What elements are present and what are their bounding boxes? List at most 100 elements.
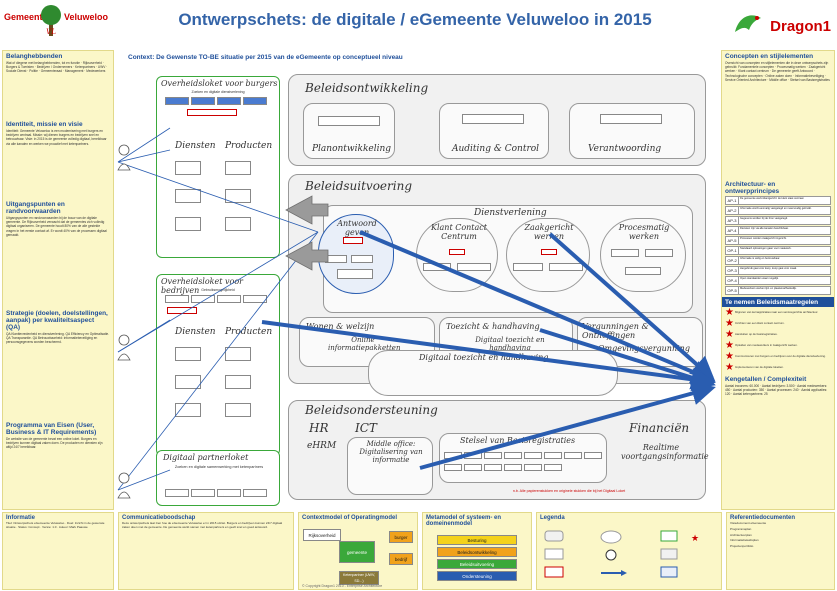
dragon-icon — [735, 15, 761, 32]
principe-text: Informatie wordt eenmalig vastgelegd en … — [739, 206, 831, 215]
principe-text: Processen worden zaakgericht ingericht. — [739, 236, 831, 245]
principe-text: Diensten zijn via alle kanalen beschikba… — [739, 226, 831, 235]
referentie-title: Referentiedocumenten — [730, 515, 796, 521]
principe-text: Gegevens worden bij de bron vastgelegd. — [739, 216, 831, 225]
section-body: De website van de gemeente bevat een onl… — [6, 437, 103, 450]
partnerloket: Digitaal partnerloket Zoeken en digitale… — [156, 450, 280, 506]
antwoord-cell-b — [351, 255, 373, 263]
context-caption: Context: De Gewenste TO-BE situatie per … — [128, 54, 403, 61]
bedrijven-item-5 — [175, 403, 201, 417]
burgers-item-1 — [175, 161, 201, 175]
basisreg-j — [464, 464, 482, 471]
partner-tab-b[interactable] — [191, 489, 215, 497]
concepten-title: Concepten en stijlelementen — [725, 53, 814, 60]
bedrijven-search[interactable] — [167, 307, 197, 314]
maatregel-row: ★Aansluiten op de basisregistraties. — [725, 330, 831, 340]
maatregel-row: ★Implementeren van de digitale loketten. — [725, 363, 831, 373]
partner-tab-d[interactable] — [243, 489, 267, 497]
partnerloket-sub: Zoeken en digitale samenwerking met kete… — [174, 465, 264, 469]
partner-tab-a[interactable] — [165, 489, 189, 497]
ref-item[interactable]: Visiedocument eGemeente — [730, 521, 767, 525]
ctx-ketenpartner: Ketenpartner (UWV, SD...) — [339, 571, 379, 585]
principes-title: Architectuur- en ontwerpprincipes — [725, 181, 780, 195]
section-title: Programma van Eisen (User, Business & IT… — [6, 422, 97, 436]
ref-item[interactable]: Projectenportfolio — [730, 544, 754, 549]
beleidsmonitoring-cell — [318, 116, 380, 126]
digitaal-toezicht-row-label: Digitaal toezicht en handhaving — [419, 353, 549, 362]
principe-text: De gemeente werkt klantgericht: de klant… — [739, 196, 831, 205]
vergunningen-label: Vergunningen & Ontheffingen — [582, 322, 649, 340]
proc-cell-b — [645, 249, 673, 257]
logo-dragon1-text: Dragon1 — [770, 18, 831, 35]
principe-text: Standaard oplossingen gaan voor maatwerk… — [739, 246, 831, 255]
hr-label: HR — [309, 421, 329, 435]
copyright: © Copyright Dragon1 2010 - Enterprise Ar… — [302, 584, 383, 588]
star-icon: ★ — [725, 329, 734, 340]
star-icon: ★ — [725, 351, 734, 362]
principe-code: OP-2 — [725, 256, 739, 265]
loket-burgers-sub: Zoeken en digitale dienstverlening — [191, 90, 245, 94]
loket-burgers-title: Overheidsloket voor burgers — [161, 79, 278, 88]
page-title: Ontwerpschets: de digitale / eGemeente V… — [178, 10, 652, 29]
burgers-tab-b[interactable] — [191, 97, 215, 105]
burgers-item-5 — [175, 217, 201, 231]
burgers-producten-label: Producten — [225, 141, 273, 151]
burgers-tab-a[interactable] — [165, 97, 189, 105]
section-strategie: Strategie (doelen, doelstellingen, aanpa… — [3, 308, 113, 420]
loket-bedrijven-sub: Gebruiksmogelijkheid — [201, 288, 235, 292]
procesmatig-label: Procesmatig werken — [618, 223, 670, 241]
burgers-search[interactable] — [187, 109, 237, 116]
bedrijven-tab-b[interactable] — [191, 295, 215, 303]
principe-code: OP-5 — [725, 286, 739, 295]
ref-item[interactable]: Informatiebeleidsplan — [730, 538, 759, 543]
principe-code: AP-5 — [725, 236, 739, 245]
principe-code: AP-3 — [725, 216, 739, 225]
burgers-tab-d[interactable] — [243, 97, 267, 105]
maatregel-text: Migreren van kernapplicaties naar een se… — [735, 310, 819, 315]
legenda-symbols: ★ — [544, 530, 699, 578]
maatregel-row: ★Inrichten van een klant contact centrum… — [725, 319, 831, 329]
metamodel-title: Metamodel of systeem- en domeinenmodel — [426, 515, 502, 527]
bedrijven-tab-a[interactable] — [165, 295, 189, 303]
partner-tab-c[interactable] — [217, 489, 241, 497]
burgers-tab-c[interactable] — [217, 97, 241, 105]
header: Gemeente VL Veluweloo Ontwerpschets: de … — [0, 0, 837, 48]
bedrijven-item-1 — [175, 347, 201, 361]
loket-bedrijven: Overheidsloket voor bedrijven Gebruiksmo… — [156, 274, 280, 456]
logo-vl: VL — [46, 28, 56, 36]
loket-burgers: Overheidsloket voor burgers Zoeken en di… — [156, 76, 280, 258]
proc-cell-c — [625, 267, 661, 275]
star-icon: ★ — [725, 318, 734, 329]
zaak-marker — [541, 249, 557, 255]
bedrijven-item-4 — [225, 375, 251, 389]
bedrijven-item-2 — [225, 347, 251, 361]
bedrijven-item-6 — [225, 403, 251, 417]
bedrijven-tab-c[interactable] — [217, 295, 241, 303]
zaakgericht-box: Zaakgericht werken — [506, 218, 590, 292]
communicatie-title: Communicatieboodschap — [122, 515, 196, 521]
principe-code: AP-4 — [725, 226, 739, 235]
stelsel-label: Stelsel van Basisregistraties — [460, 436, 576, 445]
audit-label: Auditing & Control — [452, 144, 540, 154]
principe-text: Medewerkers werken tijd- en plaatsonafha… — [739, 286, 831, 295]
kengetallen-title: Kengetallen / Complexiteit — [725, 376, 807, 383]
ref-item[interactable]: Programmaplan — [730, 526, 752, 531]
section-identiteit: Identiteit, missie en visie Identiteit: … — [3, 119, 113, 199]
bedrijven-tab-d[interactable] — [243, 295, 267, 303]
ref-item[interactable]: Architectuurplan — [730, 532, 752, 537]
beleidsontwikkeling-label: Beleidsontwikkeling — [305, 81, 429, 95]
principe-text: Hergebruik gaat voor koop, koop gaat voo… — [739, 266, 831, 275]
section-kengetallen: Kengetallen / Complexiteit Aantal inwone… — [722, 374, 834, 399]
verantwoording-box: Verantwoording — [569, 103, 695, 159]
antwoord-geven: Antwoord geven — [318, 214, 394, 294]
basisreg-c — [484, 452, 502, 459]
communicatie-body: Deze ontwerpschets laat zien hoe de eGem… — [122, 521, 283, 529]
antwoord-marker — [343, 237, 363, 244]
logo-dragon1: Dragon1 — [731, 6, 831, 42]
